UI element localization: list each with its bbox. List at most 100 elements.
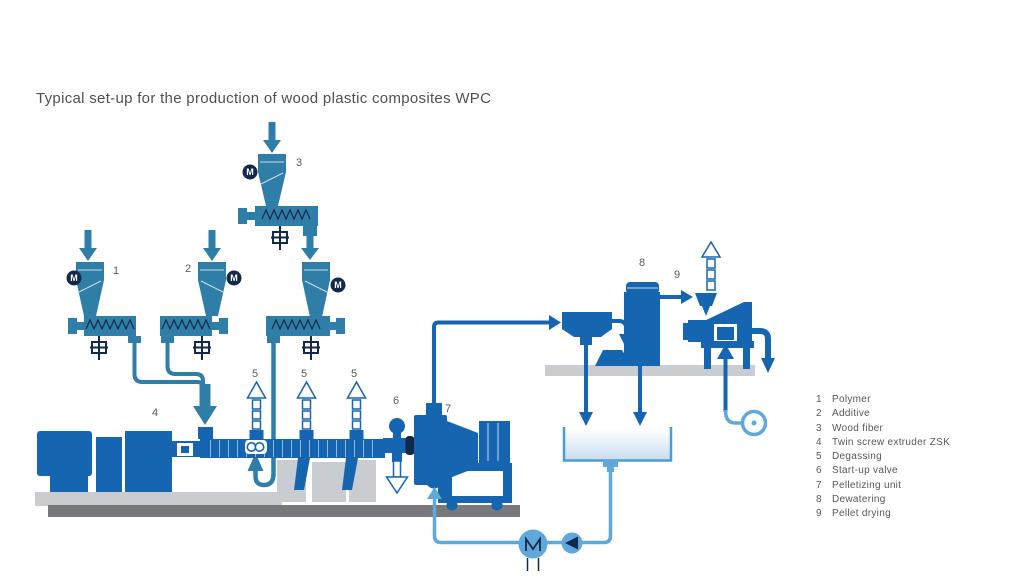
callout-1: 1 [113, 265, 119, 277]
callout-9: 9 [674, 269, 680, 281]
air-arrow-icon [717, 344, 734, 359]
gravimetric-feeder-1: M [66, 230, 141, 361]
motor-icon [242, 164, 258, 180]
water-tank [565, 429, 670, 460]
agglomerate-catcher [562, 312, 612, 345]
gravimetric-feeder-2: M [160, 230, 242, 361]
water-inlet [425, 471, 443, 489]
motor-icon [226, 270, 242, 286]
load-cell-icon [192, 335, 212, 361]
legend-item-label: Pelletizing unit [832, 479, 902, 491]
feed-arrow-icon [79, 248, 97, 261]
callout-5a: 5 [252, 368, 258, 380]
legend-item-number: 9 [816, 508, 822, 520]
flow-arrow-icon [633, 412, 647, 426]
barrel-support [294, 458, 310, 490]
flow-arrow-icon [681, 290, 693, 304]
hopper [258, 154, 286, 206]
extruder-barrel [200, 439, 385, 458]
pellet-outlet-arrow-icon [761, 358, 775, 373]
callout-6: 6 [393, 395, 399, 407]
legend-item-number: 7 [816, 479, 822, 491]
motor-label: M [230, 273, 238, 283]
hopper [302, 262, 330, 317]
legend-item: 5 Degassing [816, 450, 950, 464]
process-water-circuit [427, 427, 673, 571]
legend-item-number: 8 [816, 494, 822, 506]
coupling-block [96, 437, 122, 492]
dewatering-tower [624, 292, 660, 366]
callout-5c: 5 [351, 368, 357, 380]
floor-line [48, 505, 520, 517]
valve-actuator [389, 418, 405, 434]
degassing-vent-icon [296, 381, 317, 440]
degassing-vent-icon [346, 381, 367, 440]
foundation [35, 365, 755, 517]
callout-2: 2 [185, 263, 191, 275]
hopper [76, 262, 104, 316]
cart-wheel-icon [491, 499, 503, 511]
inlet-chute [595, 350, 632, 366]
legend-item-number: 5 [816, 451, 822, 463]
callout-4: 4 [152, 407, 158, 419]
cutting-chamber [414, 415, 447, 485]
motor-icon [330, 277, 346, 293]
barrel-support [342, 458, 358, 490]
dryer-stand [701, 341, 754, 348]
legend-item: 8 Dewatering [816, 493, 950, 507]
hopper [198, 262, 226, 316]
exhaust-arrow-icon [700, 240, 722, 258]
blower-icon [740, 409, 768, 437]
extruder-motor [37, 431, 92, 476]
legend-item-label: Dewatering [832, 494, 886, 506]
wood-fiber-feeder-top: M [238, 122, 319, 260]
legend-item-label: Degassing [832, 451, 882, 463]
pellet-dryer [683, 240, 775, 437]
callout-5b: 5 [301, 368, 307, 380]
feed-pipes [132, 343, 276, 488]
load-cell-icon [301, 335, 321, 361]
legend-item-label: Pellet drying [832, 508, 891, 520]
startup-valve [383, 418, 411, 495]
motor-label: M [246, 167, 254, 177]
legend-item-label: Start-up valve [832, 465, 898, 477]
motor-icon [66, 270, 82, 286]
die-plate [405, 436, 415, 455]
startup-discharge-arrow-icon [385, 476, 409, 495]
heat-exchanger-icon [518, 529, 548, 559]
cutter-motor [479, 421, 510, 466]
legend-item-label: Polymer [832, 394, 871, 405]
callouts: 1 2 3 4 5 5 5 6 7 8 9 [113, 157, 680, 419]
twin-screw-extruder [37, 381, 385, 492]
gearbox [125, 431, 172, 492]
legend-item-number: 3 [816, 422, 822, 434]
pelletizing-unit [414, 403, 512, 511]
cart-wheel-icon [446, 499, 458, 511]
transfer-arrow-icon [301, 248, 319, 260]
callout-3: 3 [296, 157, 302, 169]
dewatering-unit [595, 282, 660, 366]
legend-item-label: Wood fiber [832, 422, 884, 434]
page-title: Typical set-up for the production of woo… [36, 90, 492, 107]
water-arrow-icon [427, 487, 442, 499]
motor-label: M [334, 280, 342, 290]
platform-shelf [545, 365, 755, 376]
load-cell-icon [270, 225, 290, 251]
side-feed-arrow-icon [247, 453, 264, 471]
legend-item: 9 Pellet drying [816, 507, 950, 521]
legend-item-number: 2 [816, 408, 822, 420]
legend-item: 3 Wood fiber [816, 422, 950, 436]
legend-item-number: 4 [816, 436, 822, 448]
callout-7: 7 [445, 403, 451, 415]
screw-feeder [160, 316, 212, 336]
flow-arrow-icon [579, 412, 593, 426]
load-cell-icon [89, 335, 109, 361]
screw-feeder [255, 206, 318, 226]
